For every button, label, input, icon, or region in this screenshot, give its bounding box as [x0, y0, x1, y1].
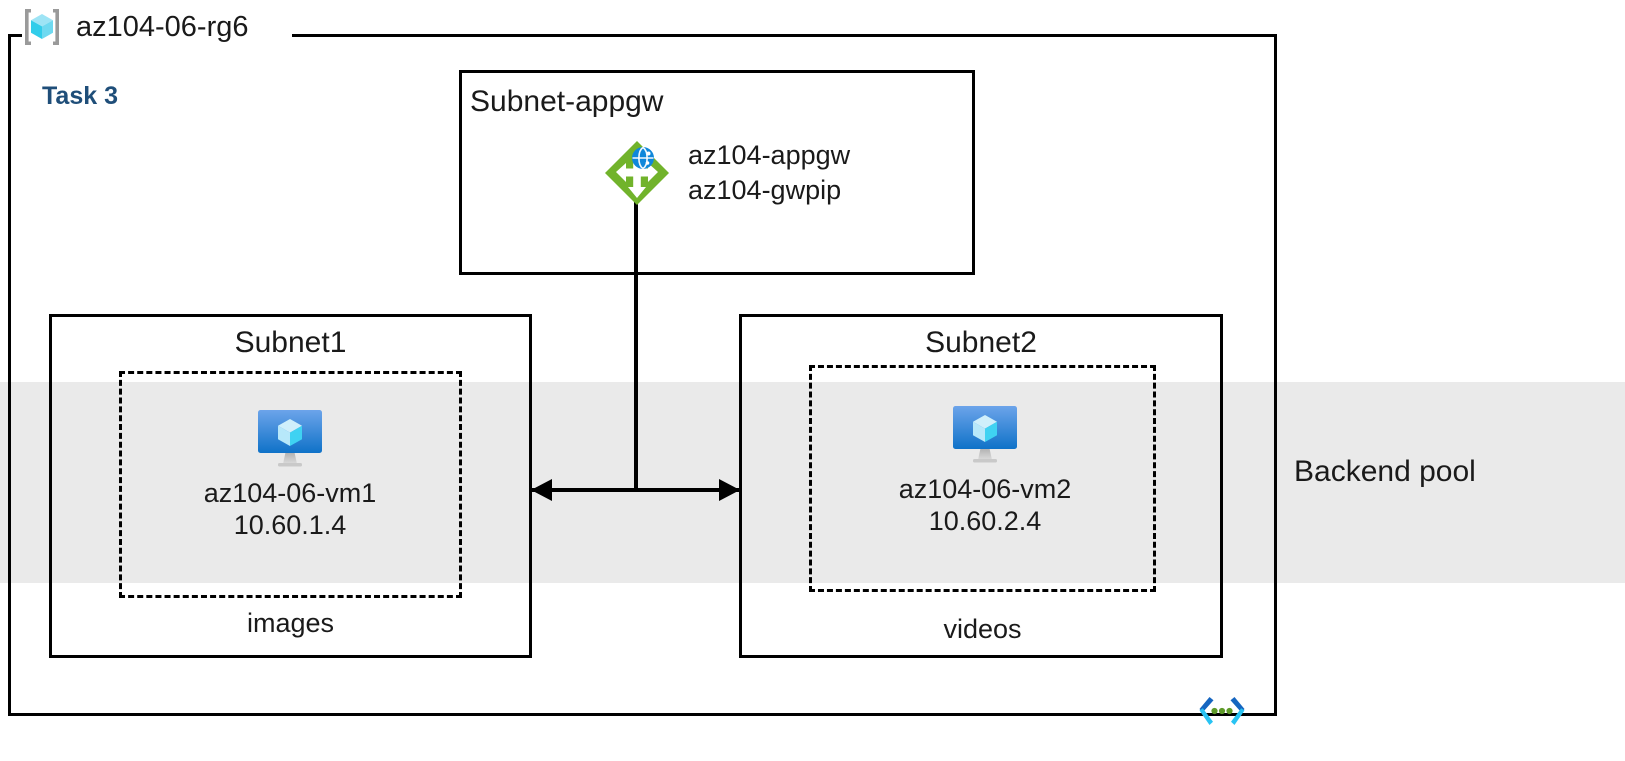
connector-arrow-left	[531, 479, 552, 501]
subnet1-footer-label: images	[246, 608, 335, 638]
backend-pool-label: Backend pool	[1294, 455, 1476, 488]
subnet1-title: Subnet1	[234, 326, 347, 359]
subnet1-dashed-group	[119, 371, 462, 598]
gateway-to-subnets-vertical-line	[634, 200, 638, 490]
gwpip-resource-name: az104-gwpip	[688, 175, 842, 206]
task-label: Task 3	[42, 82, 118, 110]
subnet1-subnet2-horizontal-line	[531, 488, 740, 492]
subnet2-dashed-group	[809, 365, 1156, 592]
resource-group-header: az104-06-rg6	[20, 5, 249, 49]
subnet-appgw-title: Subnet-appgw	[470, 85, 664, 118]
virtual-machine-icon	[160, 404, 420, 472]
subnet2-footer-label: videos	[943, 614, 1022, 644]
application-gateway-node: az104-appgw az104-gwpip	[602, 138, 850, 208]
subnet-appgw-box	[459, 70, 975, 275]
application-gateway-icon	[602, 138, 672, 208]
subnet2-title: Subnet2	[925, 326, 1037, 359]
resource-group-cube-icon	[20, 5, 64, 49]
subnet1-vm-ip: 10.60.1.4	[233, 509, 347, 540]
code-brackets-icon	[1196, 694, 1248, 728]
subnet2-vm-node: az104-06-vm2 10.60.2.4	[855, 400, 1115, 538]
subnet1-vm-node: az104-06-vm1 10.60.1.4	[160, 404, 420, 542]
appgw-resource-name: az104-appgw	[688, 140, 851, 170]
resource-group-title-mask	[22, 22, 292, 48]
subnet1-box	[49, 314, 532, 658]
resource-group-frame	[8, 34, 1277, 716]
subnet1-vm-name: az104-06-vm1	[203, 478, 377, 508]
connector-arrow-right	[719, 479, 740, 501]
virtual-machine-icon	[855, 400, 1115, 468]
resource-group-name: az104-06-rg6	[76, 10, 249, 43]
application-gateway-labels: az104-appgw az104-gwpip	[688, 138, 850, 208]
subnet2-box	[739, 314, 1223, 658]
subnet2-vm-name: az104-06-vm2	[898, 474, 1072, 504]
subnet2-vm-ip: 10.60.2.4	[928, 505, 1042, 536]
